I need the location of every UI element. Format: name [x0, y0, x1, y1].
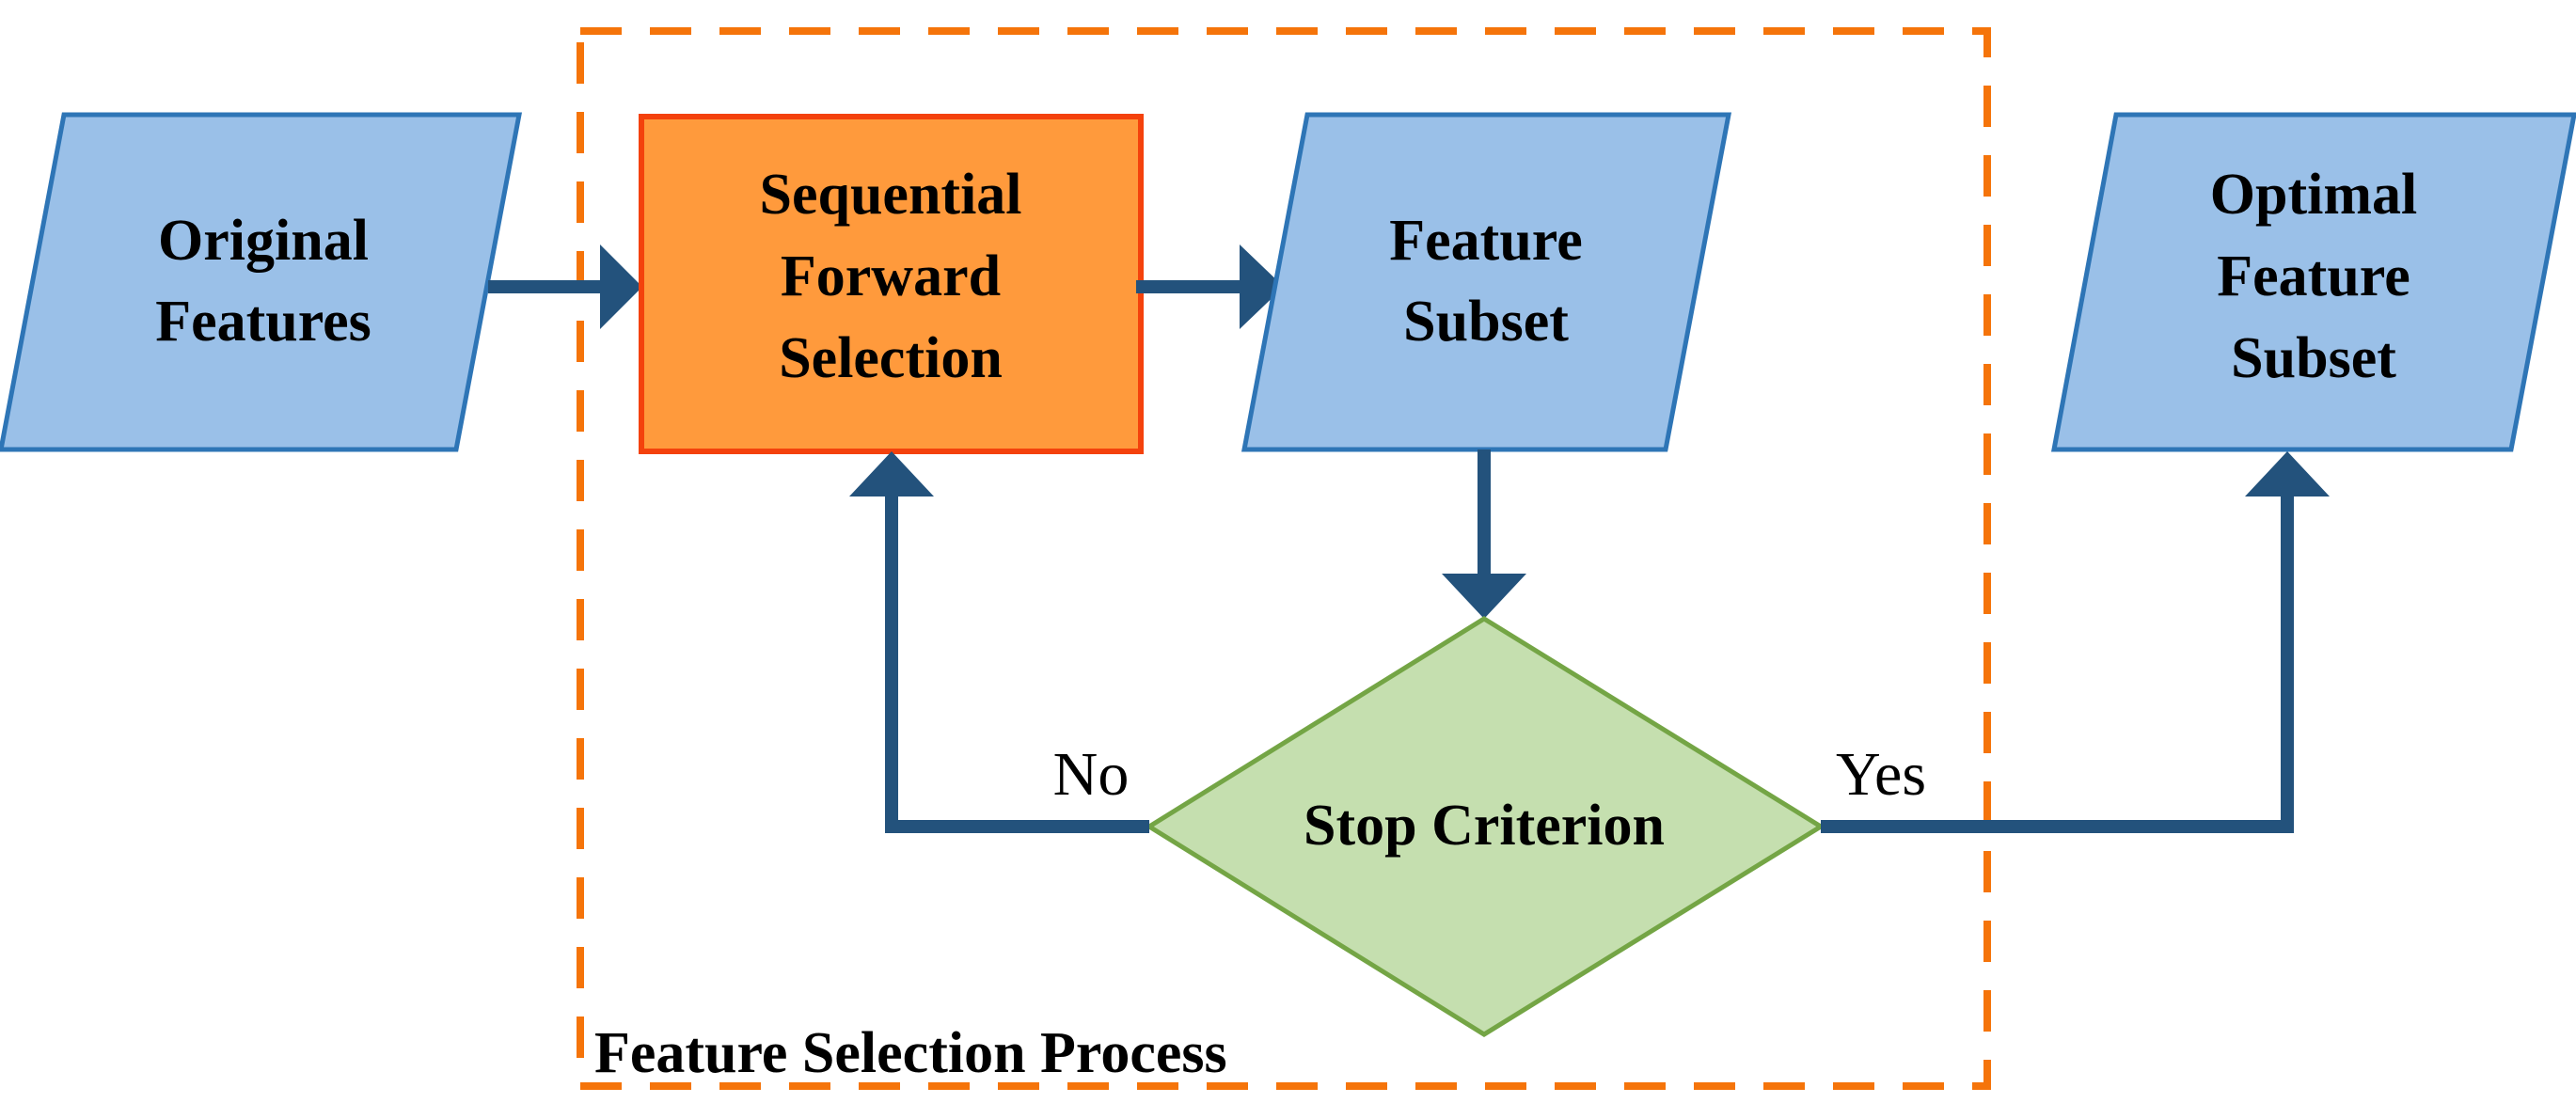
node-original-features-label-line1: Original — [158, 209, 369, 273]
node-stop-criterion-shape[interactable] — [1145, 616, 1825, 1037]
edge-original-to-sfs-arrowhead — [600, 244, 642, 329]
edge-yes-arrowhead — [2245, 451, 2330, 496]
node-feature-subset-label-line2: Subset — [1403, 290, 1569, 354]
edge-label-no: No — [1053, 740, 1130, 809]
node-feature-subset-shape[interactable] — [1241, 112, 1732, 452]
node-optimal-feature-subset-label-line3: Subset — [2231, 326, 2396, 390]
node-optimal-feature-subset-label-line1: Optimal — [2210, 163, 2417, 227]
node-original-features-shape[interactable] — [0, 112, 523, 452]
edge-label-yes: Yes — [1836, 740, 1926, 809]
node-feature-subset-label-line1: Feature — [1389, 209, 1582, 273]
node-sfs-label-line3: Selection — [779, 326, 1003, 390]
node-optimal-feature-subset-shape[interactable] — [2050, 112, 2576, 452]
edge-no-feedback-line — [885, 496, 1149, 833]
node-sfs-label-line2: Forward — [781, 244, 1001, 308]
edge-no-feedback-arrowhead — [849, 451, 934, 496]
group-box-feature-selection-process — [577, 27, 1991, 1090]
node-stop-criterion-label: Stop Criterion — [1304, 794, 1665, 858]
edge-sfs-to-feature-subset-arrowhead — [1240, 244, 1284, 329]
group-label-feature-selection-process: Feature Selection Process — [594, 1021, 1227, 1085]
node-sequential-forward-selection-shape[interactable] — [639, 114, 1144, 454]
edge-feature-subset-to-stop-arrowhead — [1442, 574, 1526, 619]
node-sfs-label-line1: Sequential — [759, 163, 1021, 227]
node-optimal-feature-subset-label-line2: Feature — [2217, 244, 2410, 308]
node-original-features-label-line2: Features — [155, 290, 371, 354]
edge-yes-line — [1821, 496, 2294, 833]
